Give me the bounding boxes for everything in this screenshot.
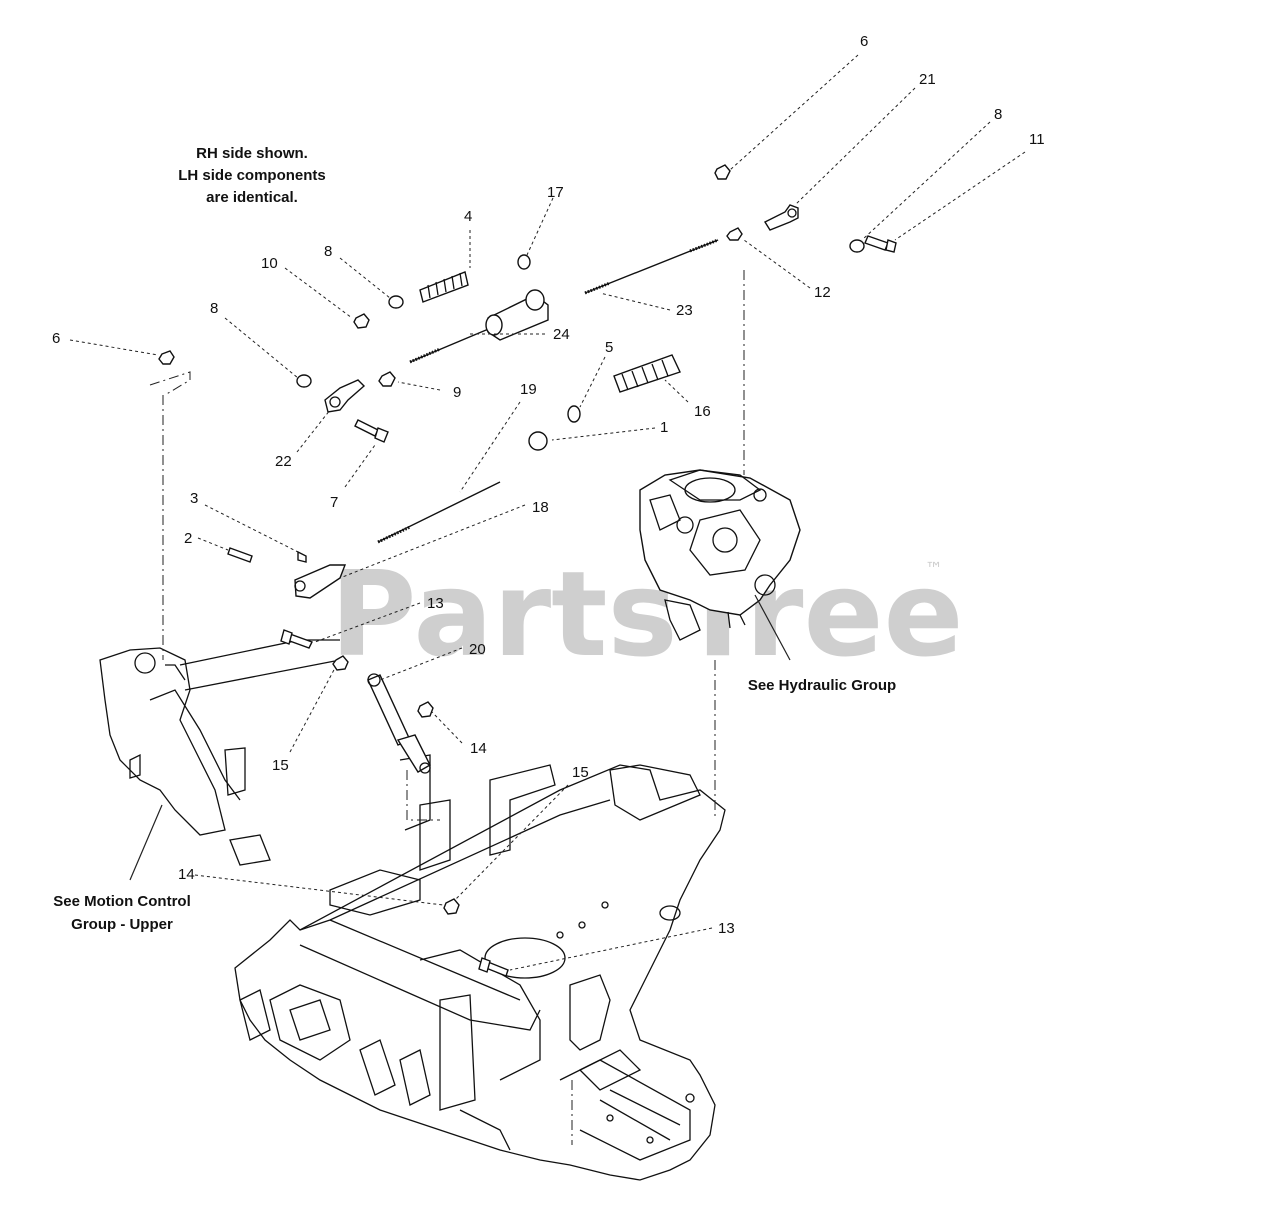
callout-7: 7	[330, 494, 338, 511]
callout-5: 5	[605, 339, 613, 356]
callout-23: 23	[676, 302, 693, 319]
callout-13-low: 13	[718, 920, 735, 937]
part-11-bolt	[864, 235, 897, 253]
callout-8-mid: 8	[324, 243, 332, 260]
callout-21: 21	[919, 71, 936, 88]
part-8-washer-top	[849, 239, 865, 253]
centerline-shock	[406, 770, 440, 821]
callout-numbers: 6 21 8 11 12 23 17 4 8 10 24 8 6 9 22 7 …	[52, 33, 1045, 937]
callout-14-low: 14	[178, 866, 195, 883]
part-1-spacer	[528, 431, 548, 451]
note-motion-control-line1: See Motion Control	[53, 893, 191, 910]
callout-2: 2	[184, 530, 192, 547]
part-2-clevis-pin	[227, 547, 253, 563]
callout-13-top: 13	[427, 595, 444, 612]
hydraulic-pump	[639, 469, 801, 641]
part-23-threaded-rod	[584, 238, 719, 295]
part-12-nut	[726, 227, 743, 241]
part-4-spring	[419, 271, 469, 303]
callout-12: 12	[814, 284, 831, 301]
watermark-text: PartsTree	[330, 545, 964, 683]
callout-1: 1	[660, 419, 668, 436]
part-16-spring	[613, 354, 681, 393]
callout-11: 11	[1029, 131, 1045, 148]
callout-20: 20	[469, 641, 486, 658]
part-10-nut	[353, 313, 370, 329]
part-13-bolt-low	[478, 957, 509, 977]
callout-22: 22	[275, 453, 292, 470]
note-hydraulic-group: See Hydraulic Group	[748, 677, 896, 694]
watermark-trademark: ™	[925, 559, 943, 580]
note-rh-side-line1: RH side shown.	[196, 145, 308, 162]
callout-24: 24	[553, 326, 570, 343]
note-rh-side-line3: are identical.	[206, 189, 298, 206]
note-motion-control-line2: Group - Upper	[71, 916, 173, 933]
callout-15-left: 15	[272, 757, 289, 774]
part-21-rod-end	[763, 204, 799, 231]
callout-19: 19	[520, 381, 537, 398]
part-24-rod	[409, 289, 549, 364]
part-14-nut-low	[443, 898, 460, 915]
motion-control-bracket	[99, 639, 341, 836]
callout-8-left: 8	[210, 300, 218, 317]
callout-14-mid: 14	[470, 740, 487, 757]
part-15-nut-left	[332, 655, 349, 671]
callout-18: 18	[532, 499, 549, 516]
part-8-washer-left	[296, 374, 312, 388]
chassis-frame	[229, 754, 726, 1181]
part-22-rod-end	[324, 379, 366, 413]
leader-lines	[69, 54, 1026, 971]
callout-3: 3	[190, 490, 198, 507]
part-20-gas-spring	[367, 673, 431, 774]
callout-17: 17	[547, 184, 564, 201]
callout-6: 6	[860, 33, 868, 50]
part-19-rod	[377, 481, 501, 544]
callout-10: 10	[261, 255, 278, 272]
part-8-washer-mid	[388, 295, 404, 309]
notes: RH side shown. LH side components are id…	[53, 145, 896, 933]
part-3-cotter-pin	[297, 550, 307, 563]
part-6-nut-top	[714, 164, 731, 180]
callout-8: 8	[994, 106, 1002, 123]
centerline-upper-left	[149, 371, 191, 396]
callout-4: 4	[464, 208, 472, 225]
part-13-bolt-top	[280, 629, 313, 649]
part-17-bushing	[517, 254, 531, 270]
part-5-bushing	[567, 405, 581, 423]
note-rh-side-line2: LH side components	[178, 167, 326, 184]
callout-6-left: 6	[52, 330, 60, 347]
part-7-bolt	[354, 419, 389, 443]
part-14-nut-mid	[417, 701, 434, 718]
callout-15-mid: 15	[572, 764, 589, 781]
callout-9: 9	[453, 384, 461, 401]
part-6-nut-left	[158, 350, 175, 365]
part-9-nut	[378, 371, 396, 387]
callout-16: 16	[694, 403, 711, 420]
